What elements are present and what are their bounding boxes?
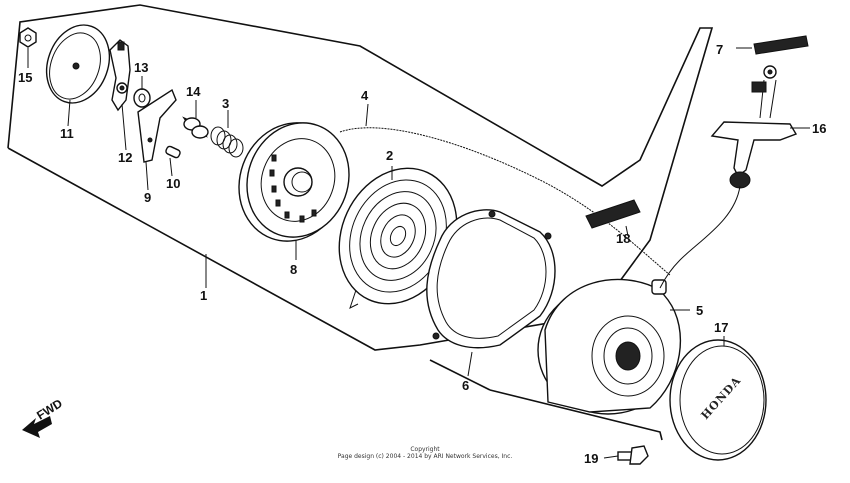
starter-case-part-5 [537, 278, 682, 415]
ratchet-part-12 [109, 39, 131, 112]
label-part-18 [585, 199, 641, 229]
callout-9: 9 [144, 190, 151, 205]
callout-8: 8 [290, 262, 297, 277]
nut-part-15 [19, 27, 37, 48]
forward-arrow-icon: FWD [22, 396, 65, 438]
collar-part-14 [182, 116, 209, 139]
copyright-line: Page design (c) 2004 - 2014 by ARI Netwo… [337, 453, 513, 460]
copyright-title: Copyright [410, 446, 440, 453]
bracket-line [429, 359, 491, 391]
spiral-spring-part-2 [338, 167, 458, 309]
callout-11: 11 [60, 126, 74, 141]
callout-7: 7 [716, 42, 723, 57]
callout-18: 18 [616, 231, 630, 246]
callout-5: 5 [696, 303, 703, 318]
reel-part-8 [238, 122, 350, 242]
guide-part-9 [137, 88, 177, 163]
spring-part-3 [210, 126, 244, 158]
callout-12: 12 [118, 150, 132, 165]
callout-19: 19 [584, 451, 598, 466]
callout-15: 15 [18, 70, 32, 85]
assembly-outline [7, 4, 714, 351]
callout-3: 3 [222, 96, 229, 111]
callout-16: 16 [812, 121, 826, 136]
lower-bracket [489, 389, 663, 441]
plate-part-11 [45, 24, 111, 104]
handle-part-16 [659, 121, 798, 289]
pin-part-10 [165, 145, 181, 159]
callout-1: 1 [200, 288, 207, 303]
callout-14: 14 [186, 84, 201, 99]
leader-lines [27, 47, 810, 459]
callout-4: 4 [361, 88, 369, 103]
callout-17: 17 [714, 320, 728, 335]
callout-13: 13 [134, 60, 148, 75]
bolt-part-19 [617, 445, 649, 465]
washer-part-13 [133, 88, 151, 108]
callout-10: 10 [166, 176, 180, 191]
callout-2: 2 [386, 148, 393, 163]
cover-part-17: HONDA [669, 339, 767, 461]
gasket-part-6 [426, 209, 556, 349]
copyright-notice: Copyright Page design (c) 2004 - 2014 by… [325, 446, 525, 460]
callout-6: 6 [462, 378, 469, 393]
label-part-7 [751, 35, 809, 119]
